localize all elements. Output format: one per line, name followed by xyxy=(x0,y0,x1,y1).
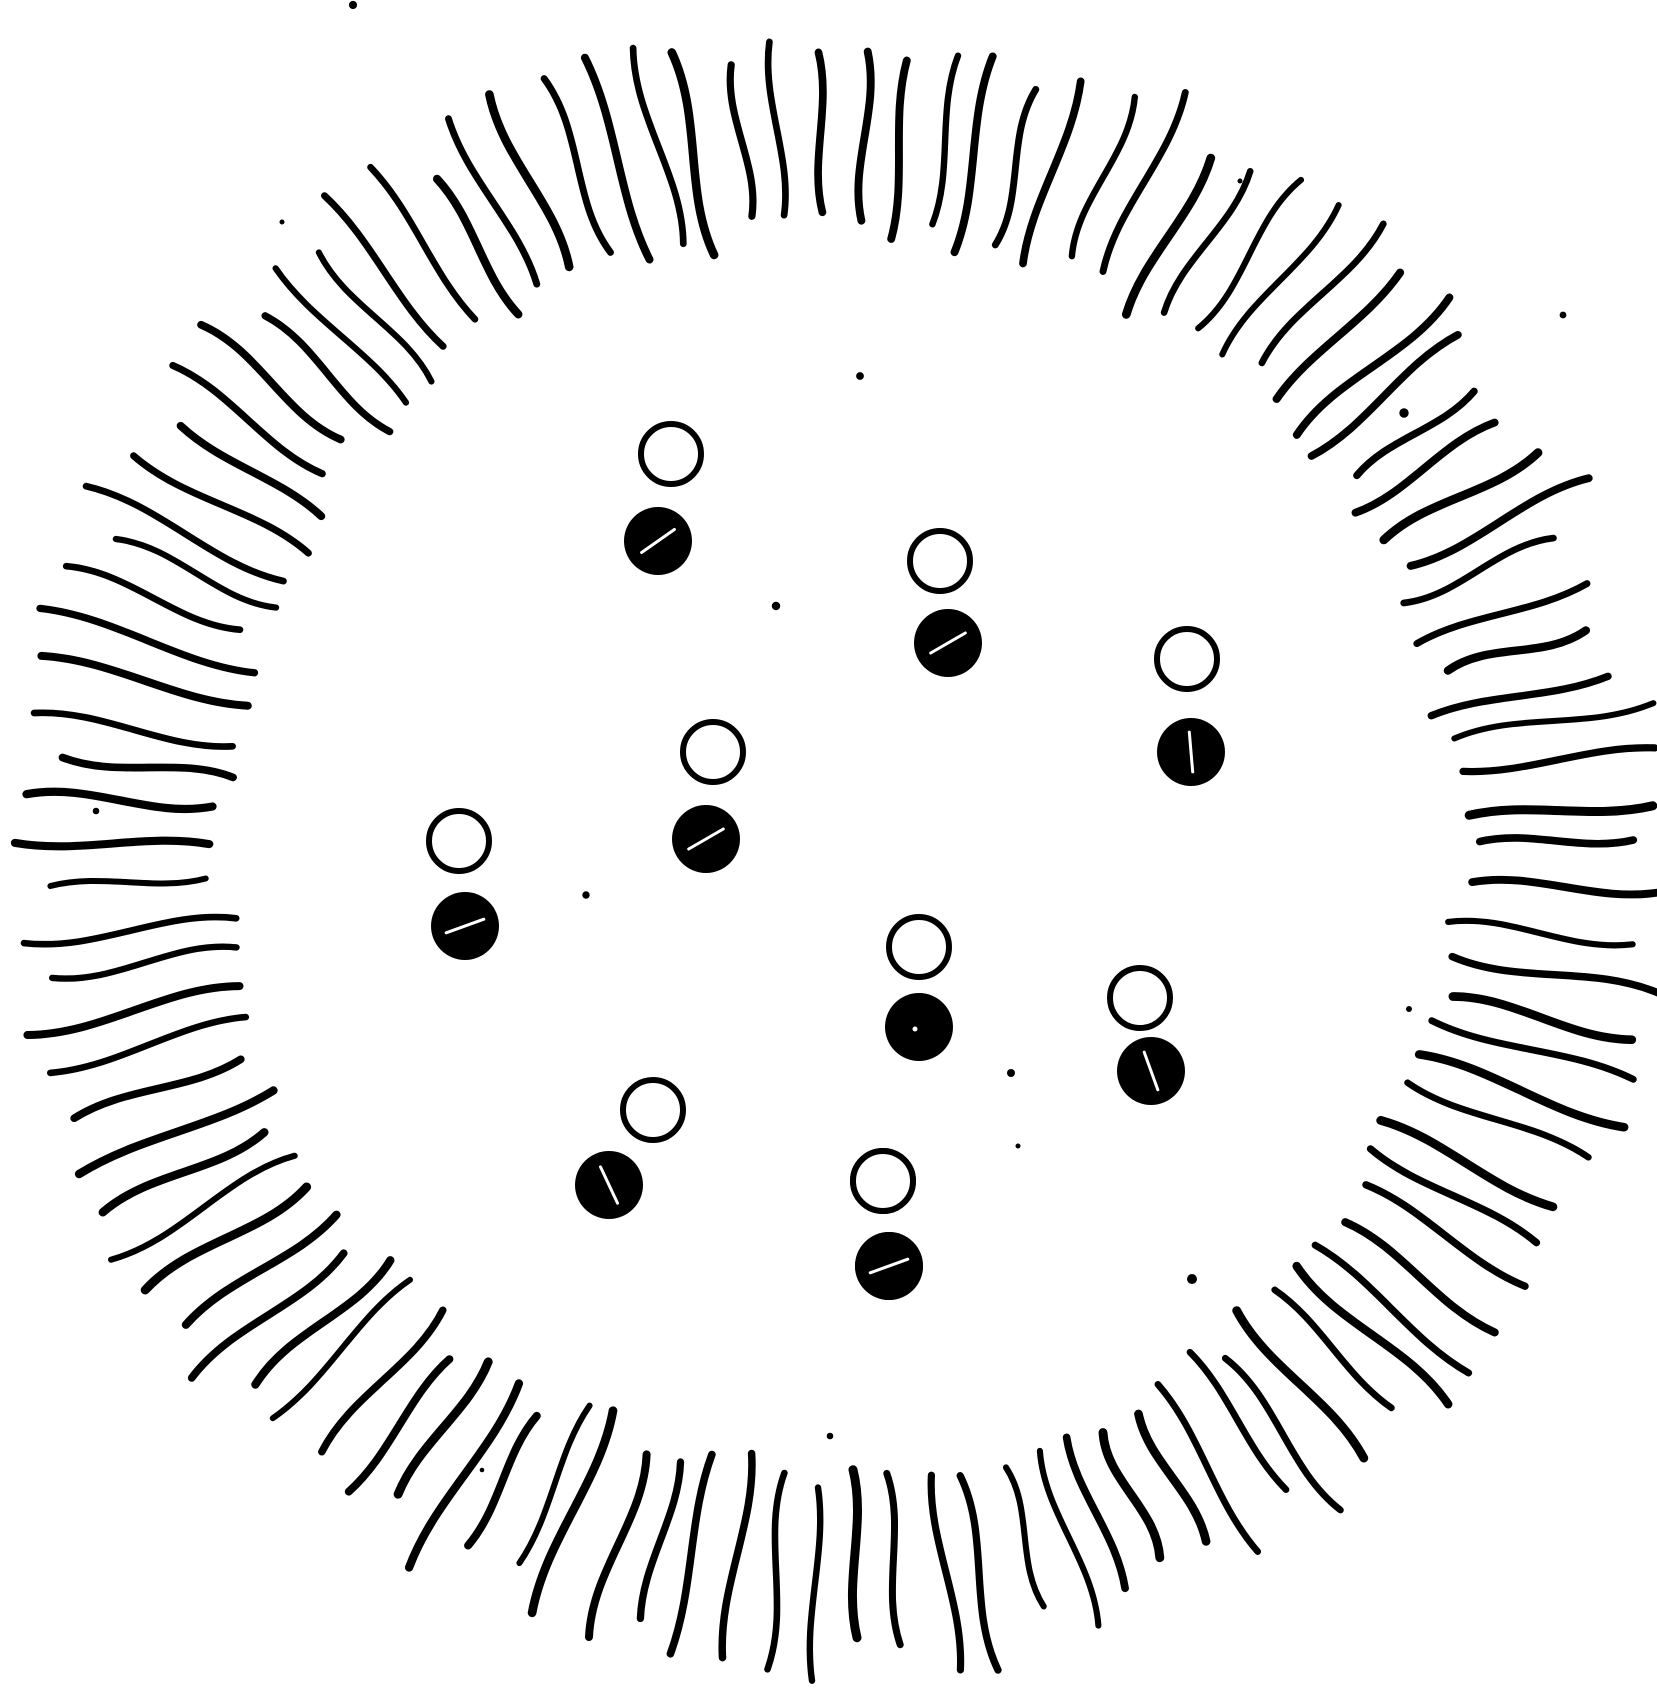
open-circle xyxy=(1110,968,1170,1028)
ink-speck xyxy=(582,891,589,898)
open-circle xyxy=(683,722,743,782)
ink-speck xyxy=(349,1,357,9)
ink-speck xyxy=(480,1468,485,1473)
ink-speck xyxy=(1406,1006,1412,1012)
ink-speck xyxy=(1399,408,1408,417)
ink-speck xyxy=(280,220,285,225)
open-circle xyxy=(853,1151,913,1211)
ink-speck xyxy=(1560,312,1567,319)
open-circle xyxy=(641,424,701,484)
open-circle xyxy=(910,531,970,591)
open-circle xyxy=(429,811,489,871)
open-circle xyxy=(1157,629,1217,689)
radial-ray xyxy=(1469,806,1653,816)
filled-circle xyxy=(885,993,953,1061)
ink-speck xyxy=(1187,1274,1197,1284)
radial-ray xyxy=(50,879,205,887)
ink-speck xyxy=(772,602,780,610)
radial-ray xyxy=(852,1470,857,1638)
ink-speck xyxy=(1007,1069,1015,1077)
ink-speck xyxy=(1238,179,1243,184)
ink-speck xyxy=(1016,1144,1021,1149)
open-circle xyxy=(623,1080,683,1140)
open-circle xyxy=(889,917,949,977)
ink-speck xyxy=(856,372,864,380)
ink-speck xyxy=(827,1433,834,1440)
filled-circle-mark xyxy=(913,1027,918,1032)
ink-speck xyxy=(93,808,100,815)
radial-ray xyxy=(818,52,823,212)
